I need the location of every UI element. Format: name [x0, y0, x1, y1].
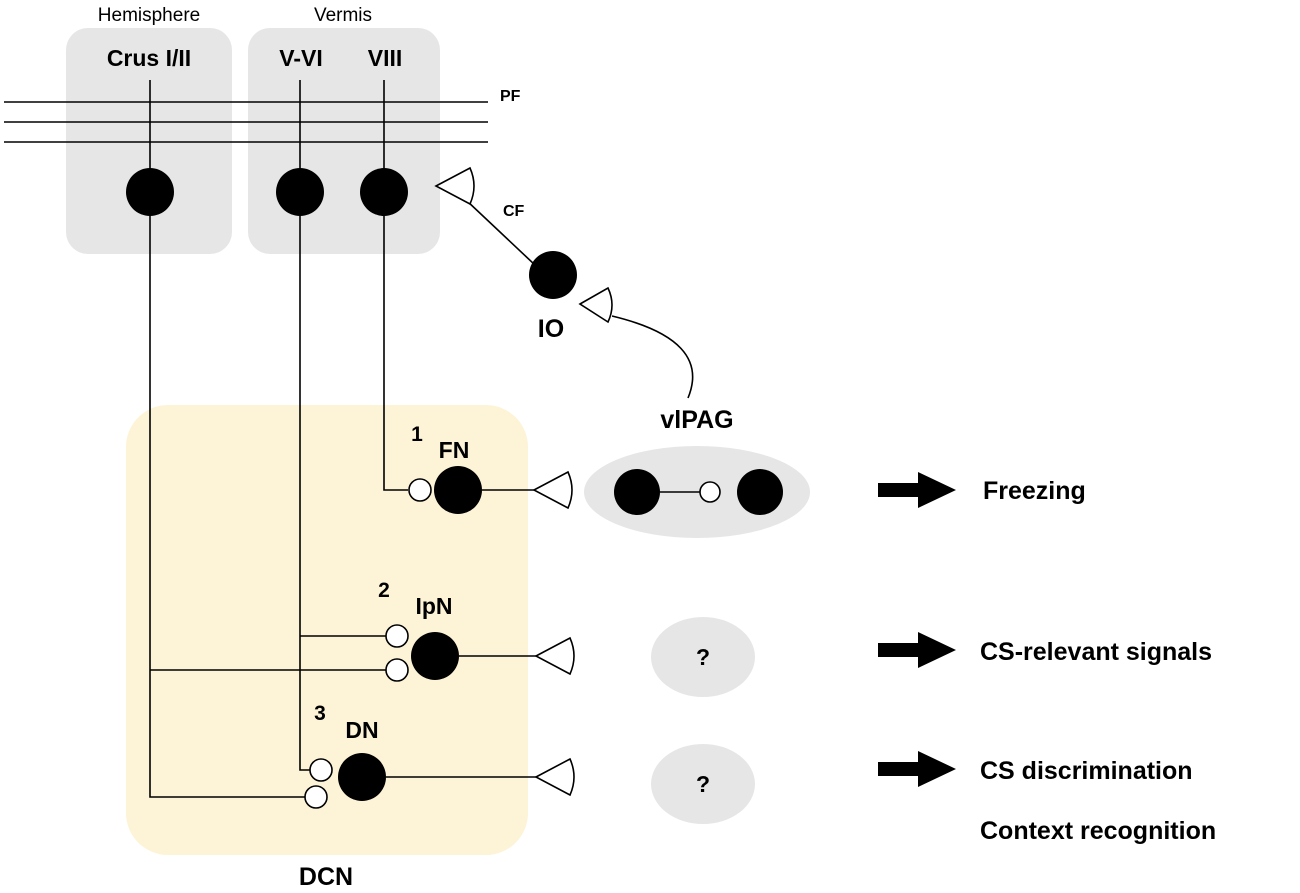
dn-synapse-2: [304, 785, 328, 809]
ipn-neuron: [411, 632, 459, 680]
dcn-region: [126, 405, 528, 855]
crus-axon: [149, 190, 318, 798]
dn-neuron: [338, 753, 386, 801]
vlpag-neuron-1: [614, 469, 660, 515]
unknown-target-1-label: ?: [696, 644, 710, 670]
crus-label: Crus I/II: [107, 45, 191, 71]
vermis-region: [248, 28, 440, 254]
viii-label: VIII: [368, 45, 403, 71]
fn-output-terminal: [532, 470, 573, 510]
vlpag-label: vlPAG: [660, 406, 733, 434]
cf-synapse-terminal: [434, 166, 475, 206]
dn-synapse-1: [309, 758, 333, 782]
freezing-label: Freezing: [983, 477, 1086, 505]
io-label: IO: [538, 315, 564, 343]
dn-output-terminal: [534, 757, 575, 797]
hemisphere-region: [66, 28, 232, 254]
dcn-label: DCN: [299, 863, 353, 891]
dn-number: 3: [314, 702, 326, 725]
viii-axon: [383, 190, 408, 491]
unknown-target-1: [651, 617, 755, 697]
cf-label: CF: [503, 203, 525, 220]
ipn-synapse-1: [385, 624, 409, 648]
cs-relevant-arrow: [878, 632, 956, 668]
fn-synapse: [408, 478, 432, 502]
ipn-synapse-2: [385, 658, 409, 682]
fn-neuron: [434, 466, 482, 514]
ipn-label: IpN: [415, 593, 452, 619]
dn-label: DN: [345, 717, 378, 743]
unknown-target-2: [651, 744, 755, 824]
purkinje-cell-v-vi: [276, 168, 324, 216]
hemisphere-label: Hemisphere: [98, 5, 200, 26]
purkinje-cell-crus: [126, 168, 174, 216]
v-vi-label: V-VI: [279, 45, 322, 71]
climbing-fiber: [465, 199, 536, 266]
ipn-output-terminal: [534, 636, 575, 676]
cs-discrimination-arrow: [878, 751, 956, 787]
io-neuron: [529, 251, 577, 299]
pf-label: PF: [500, 88, 521, 105]
context-recognition-label: Context recognition: [980, 817, 1216, 845]
vlpag-to-io-fiber: [611, 315, 694, 399]
ipn-number: 2: [378, 579, 390, 602]
freezing-arrow: [878, 472, 956, 508]
fn-number: 1: [411, 423, 423, 446]
vermis-label: Vermis: [314, 5, 372, 26]
vlpag-neuron-2: [737, 469, 783, 515]
cs-relevant-label: CS-relevant signals: [980, 638, 1212, 666]
io-synapse-terminal: [578, 286, 613, 324]
vlpag-synapse: [699, 481, 721, 503]
purkinje-cell-viii: [360, 168, 408, 216]
fn-label: FN: [439, 437, 470, 463]
unknown-target-2-label: ?: [696, 771, 710, 797]
cs-discrimination-label: CS discrimination: [980, 757, 1193, 785]
